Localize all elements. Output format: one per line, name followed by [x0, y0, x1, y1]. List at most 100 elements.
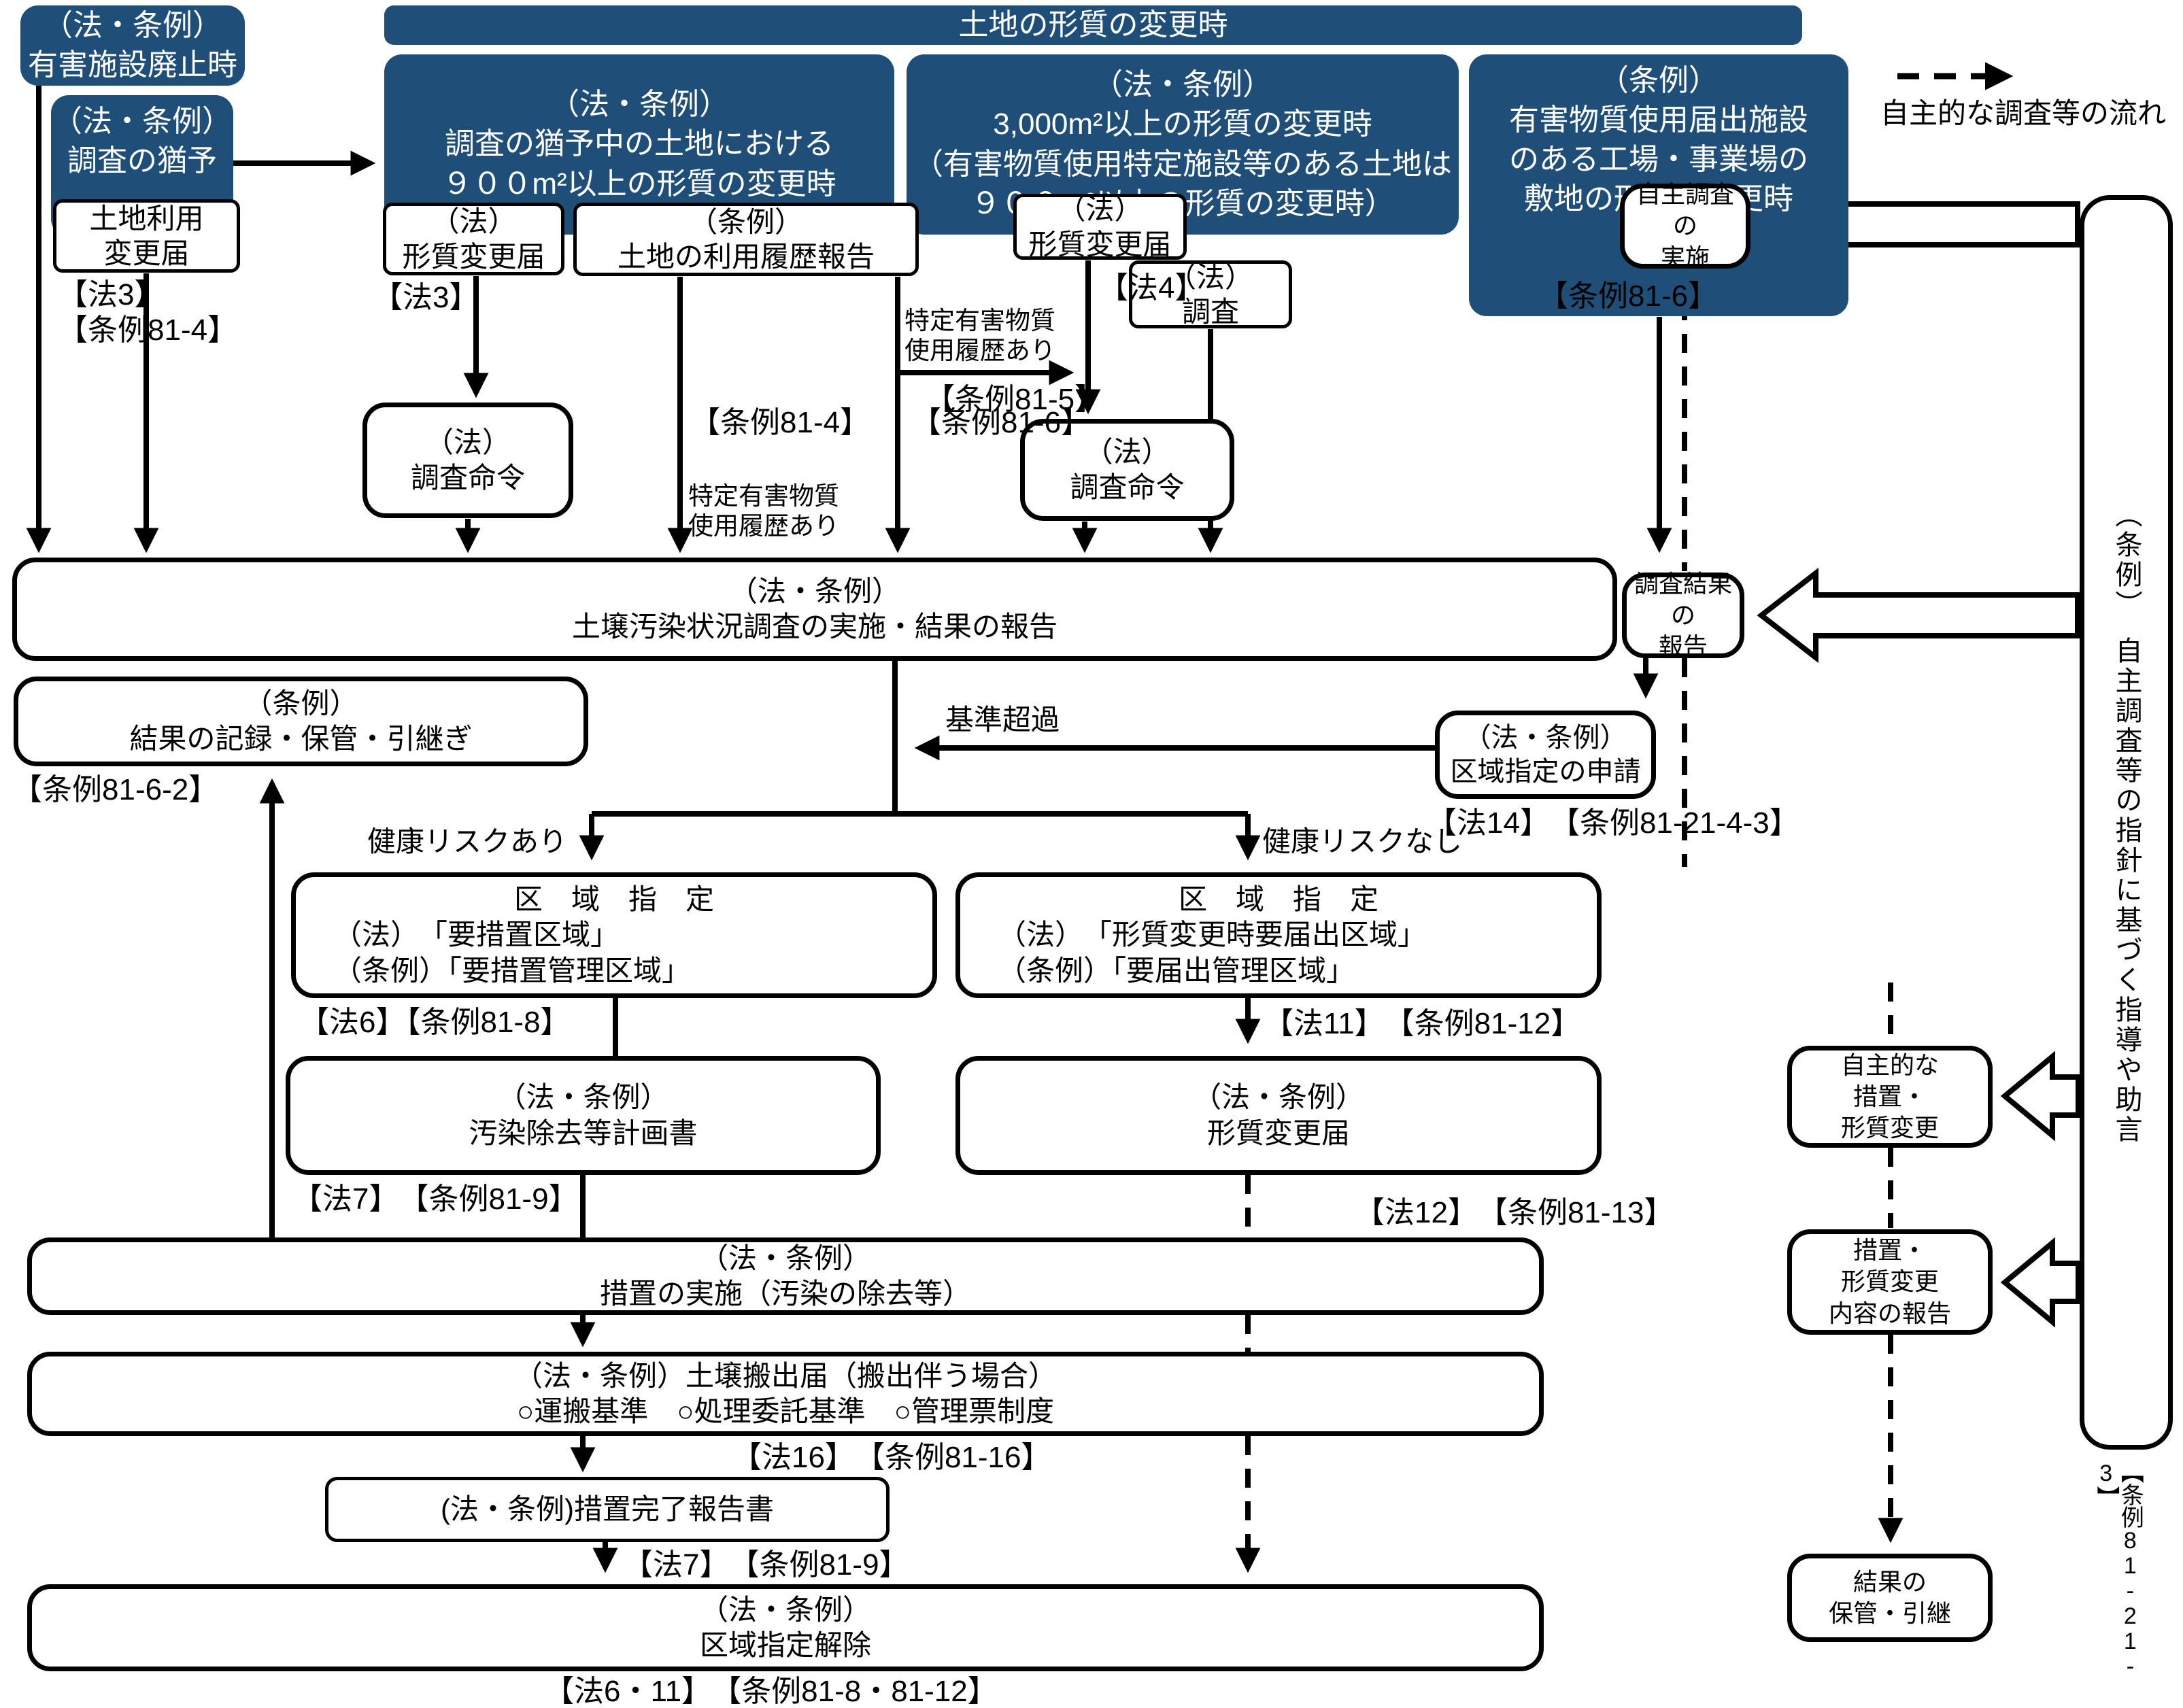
node-contamination-removal-plan: （法・条例） 汚染除去等計画書	[286, 1056, 881, 1175]
node-line: 自主調査の	[1636, 180, 1734, 240]
node-line: 土地の利用履歴報告	[617, 241, 875, 273]
label-hou11-jourei81-12: 【法11】 【条例81-12】	[1264, 1007, 1581, 1040]
label-specified-substance-history-1: 特定有害物質 使用履歴あり	[904, 306, 1055, 366]
label-jourei-81-21-3: 【条例81-21-3】	[2093, 1461, 2144, 1679]
label-jourei81-6-2: 【条例81-6-2】	[12, 773, 219, 806]
node-form-change-notification-law-1: （法） 形質変更届	[383, 203, 564, 275]
node-soil-contamination-survey-report: （法・条例） 土壌汚染状況調査の実施・結果の報告	[12, 558, 1617, 661]
sidebar-label: （条例） 自主調査等の指針に基づく指導や助言	[2111, 500, 2142, 1145]
node-survey-law: （法） 調査	[1129, 260, 1292, 328]
node-area-designation-notification: 区 域 指 定 （法） 「形質変更時要届出区域」 （条例）「要届出管理区域」	[955, 872, 1602, 998]
node-line: 土地利用	[89, 202, 204, 235]
node-measure-content-report: 措置・ 形質変更 内容の報告	[1787, 1229, 1993, 1335]
node-survey-result-report: 調査結果の 報告	[1622, 570, 1744, 660]
node-form-change-notification-law-2: （法） 形質変更届	[1013, 193, 1187, 260]
node-survey-order-1: （法） 調査命令	[362, 403, 573, 518]
node-line: （条例）「要措置管理区域」	[333, 954, 691, 987]
label-jourei81-6: 【条例81-6】	[911, 406, 1092, 439]
node-line: 形質変更届	[402, 240, 545, 273]
node-line: 汚染除去等計画書	[469, 1116, 698, 1149]
node-line: （法）	[1084, 435, 1170, 468]
node-line: 調査命令	[410, 462, 525, 494]
node-area-designation-application: （法・条例） 区域指定の申請	[1435, 711, 1656, 799]
node-line: 形質変更	[1840, 1267, 1939, 1296]
legend-flow-label: 自主的な調査等の流れ	[1880, 97, 2166, 129]
node-line: （法）	[1057, 193, 1143, 226]
node-line: （法）	[424, 426, 511, 458]
header-label: 土地の形質の変更時	[958, 7, 1228, 41]
node-line: （法・条例）	[1192, 1081, 1364, 1113]
node-line: 措置・	[1852, 1082, 1927, 1110]
node-line: （法・条例）	[728, 575, 900, 607]
node-line: 措置・	[1852, 1236, 1927, 1265]
node-line: 調査命令	[1070, 471, 1185, 503]
node-line: （法） 「形質変更時要届出区域」	[998, 919, 1427, 951]
label-health-risk-no: 健康リスクなし	[1262, 825, 1463, 857]
node-line: 形質変更	[1840, 1114, 1939, 1142]
solid-connectors	[26, 86, 1672, 1473]
label-line: 特定有害物質	[688, 482, 839, 510]
node-line: （条例）	[1599, 64, 1719, 97]
node-line: 保管・引継	[1828, 1599, 1951, 1627]
node-line: ○運搬基準 ○処理委託基準 ○管理票制度	[516, 1395, 1055, 1427]
node-line: （法・条例）	[497, 1081, 669, 1113]
node-line: 報告	[1658, 632, 1708, 661]
node-line: （条例）	[688, 205, 803, 238]
node-line: 3,000m²以上の形質の変更時	[993, 107, 1372, 141]
label-standard-exceeded: 基準超過	[945, 704, 1060, 736]
node-line: 区域指定の申請	[1450, 757, 1641, 787]
node-line: （法） 「要措置区域」	[333, 919, 620, 951]
node-line: 調査	[1181, 296, 1239, 328]
label-hou4: 【法4】	[1098, 271, 1205, 305]
node-line: 有害施設廃止時	[28, 48, 237, 82]
node-line: 措置の実施（汚染の除去等）	[599, 1278, 971, 1310]
label-jourei81-4: 【条例81-4】	[690, 406, 870, 439]
label-line: 【法3】	[58, 278, 165, 311]
node-line: 結果の	[1852, 1567, 1927, 1596]
label-hou7-jourei81-9b: 【法7】 【条例81-9】	[623, 1548, 909, 1582]
node-result-storage-transfer: 結果の 保管・引継	[1787, 1554, 1993, 1642]
node-line: (法・条例)措置完了報告書	[441, 1492, 774, 1525]
node-harmful-facility-abolition: （法・条例） 有害施設廃止時	[20, 5, 245, 86]
node-line: （条例）	[243, 687, 358, 719]
node-line: 結果の記録・保管・引継ぎ	[129, 723, 473, 755]
node-line: 区域指定解除	[699, 1629, 871, 1661]
label-hou6-jourei81-8: 【法6】【条例81-8】	[299, 1006, 571, 1039]
node-form-change-notification-3: （法・条例） 形質変更届	[955, 1056, 1602, 1175]
node-line: （法・条例）	[43, 8, 222, 42]
node-line: 内容の報告	[1828, 1299, 1951, 1327]
node-line: 区 域 指 定	[513, 883, 714, 915]
node-land-use-history-report: （条例） 土地の利用履歴報告	[573, 203, 919, 276]
node-line: （有害物質使用特定施設等のある土地は	[913, 147, 1452, 181]
guidance-arrow-icon	[2000, 1237, 2081, 1328]
label-hou3: 【法3】	[373, 281, 479, 314]
node-line: （法）	[1167, 260, 1253, 293]
node-land-use-change-notification: 土地利用 変更届	[53, 199, 240, 273]
node-line: 調査の猶予	[67, 144, 217, 178]
node-line: （法・条例）	[1093, 68, 1272, 102]
node-record-storage-transfer: （条例） 結果の記録・保管・引継ぎ	[14, 677, 588, 766]
node-survey-order-2: （法） 調査命令	[1020, 419, 1234, 521]
node-line: （法・条例）	[699, 1593, 871, 1626]
node-line: 自主的な	[1840, 1051, 1939, 1079]
node-line: 有害物質使用届出施設	[1509, 103, 1808, 137]
node-line: 形質変更届	[1028, 228, 1172, 260]
node-line: （法・条例）	[52, 105, 232, 138]
node-line: のある工場・事業場の	[1509, 143, 1808, 177]
label-health-risk-yes: 健康リスクあり	[367, 825, 568, 857]
sidebar-guidance-bar: （条例） 自主調査等の指針に基づく指導や助言	[2080, 195, 2173, 1450]
label-hou14-jourei81-21-4-3: 【法14】 【条例81-21-4-3】	[1427, 806, 1799, 840]
node-line: （法）	[430, 205, 517, 238]
node-area-designation-measures: 区 域 指 定 （法） 「要措置区域」 （条例）「要措置管理区域」	[291, 872, 937, 998]
label-hou12-jourei81-13: 【法12】 【条例81-13】	[1355, 1196, 1674, 1229]
label-line: 使用履歴あり	[688, 512, 839, 541]
node-line: （法・条例）	[699, 1242, 871, 1274]
dashed-connectors	[592, 62, 2014, 1573]
node-line: （法・条例）	[549, 88, 729, 122]
node-line: 変更届	[103, 237, 190, 269]
label-line: 特定有害物質	[904, 307, 1055, 335]
label-specified-substance-history-2: 特定有害物質 使用履歴あり	[688, 481, 839, 542]
node-voluntary-survey: 自主調査の 実施	[1620, 180, 1750, 271]
node-line: 調査結果の	[1634, 569, 1732, 629]
